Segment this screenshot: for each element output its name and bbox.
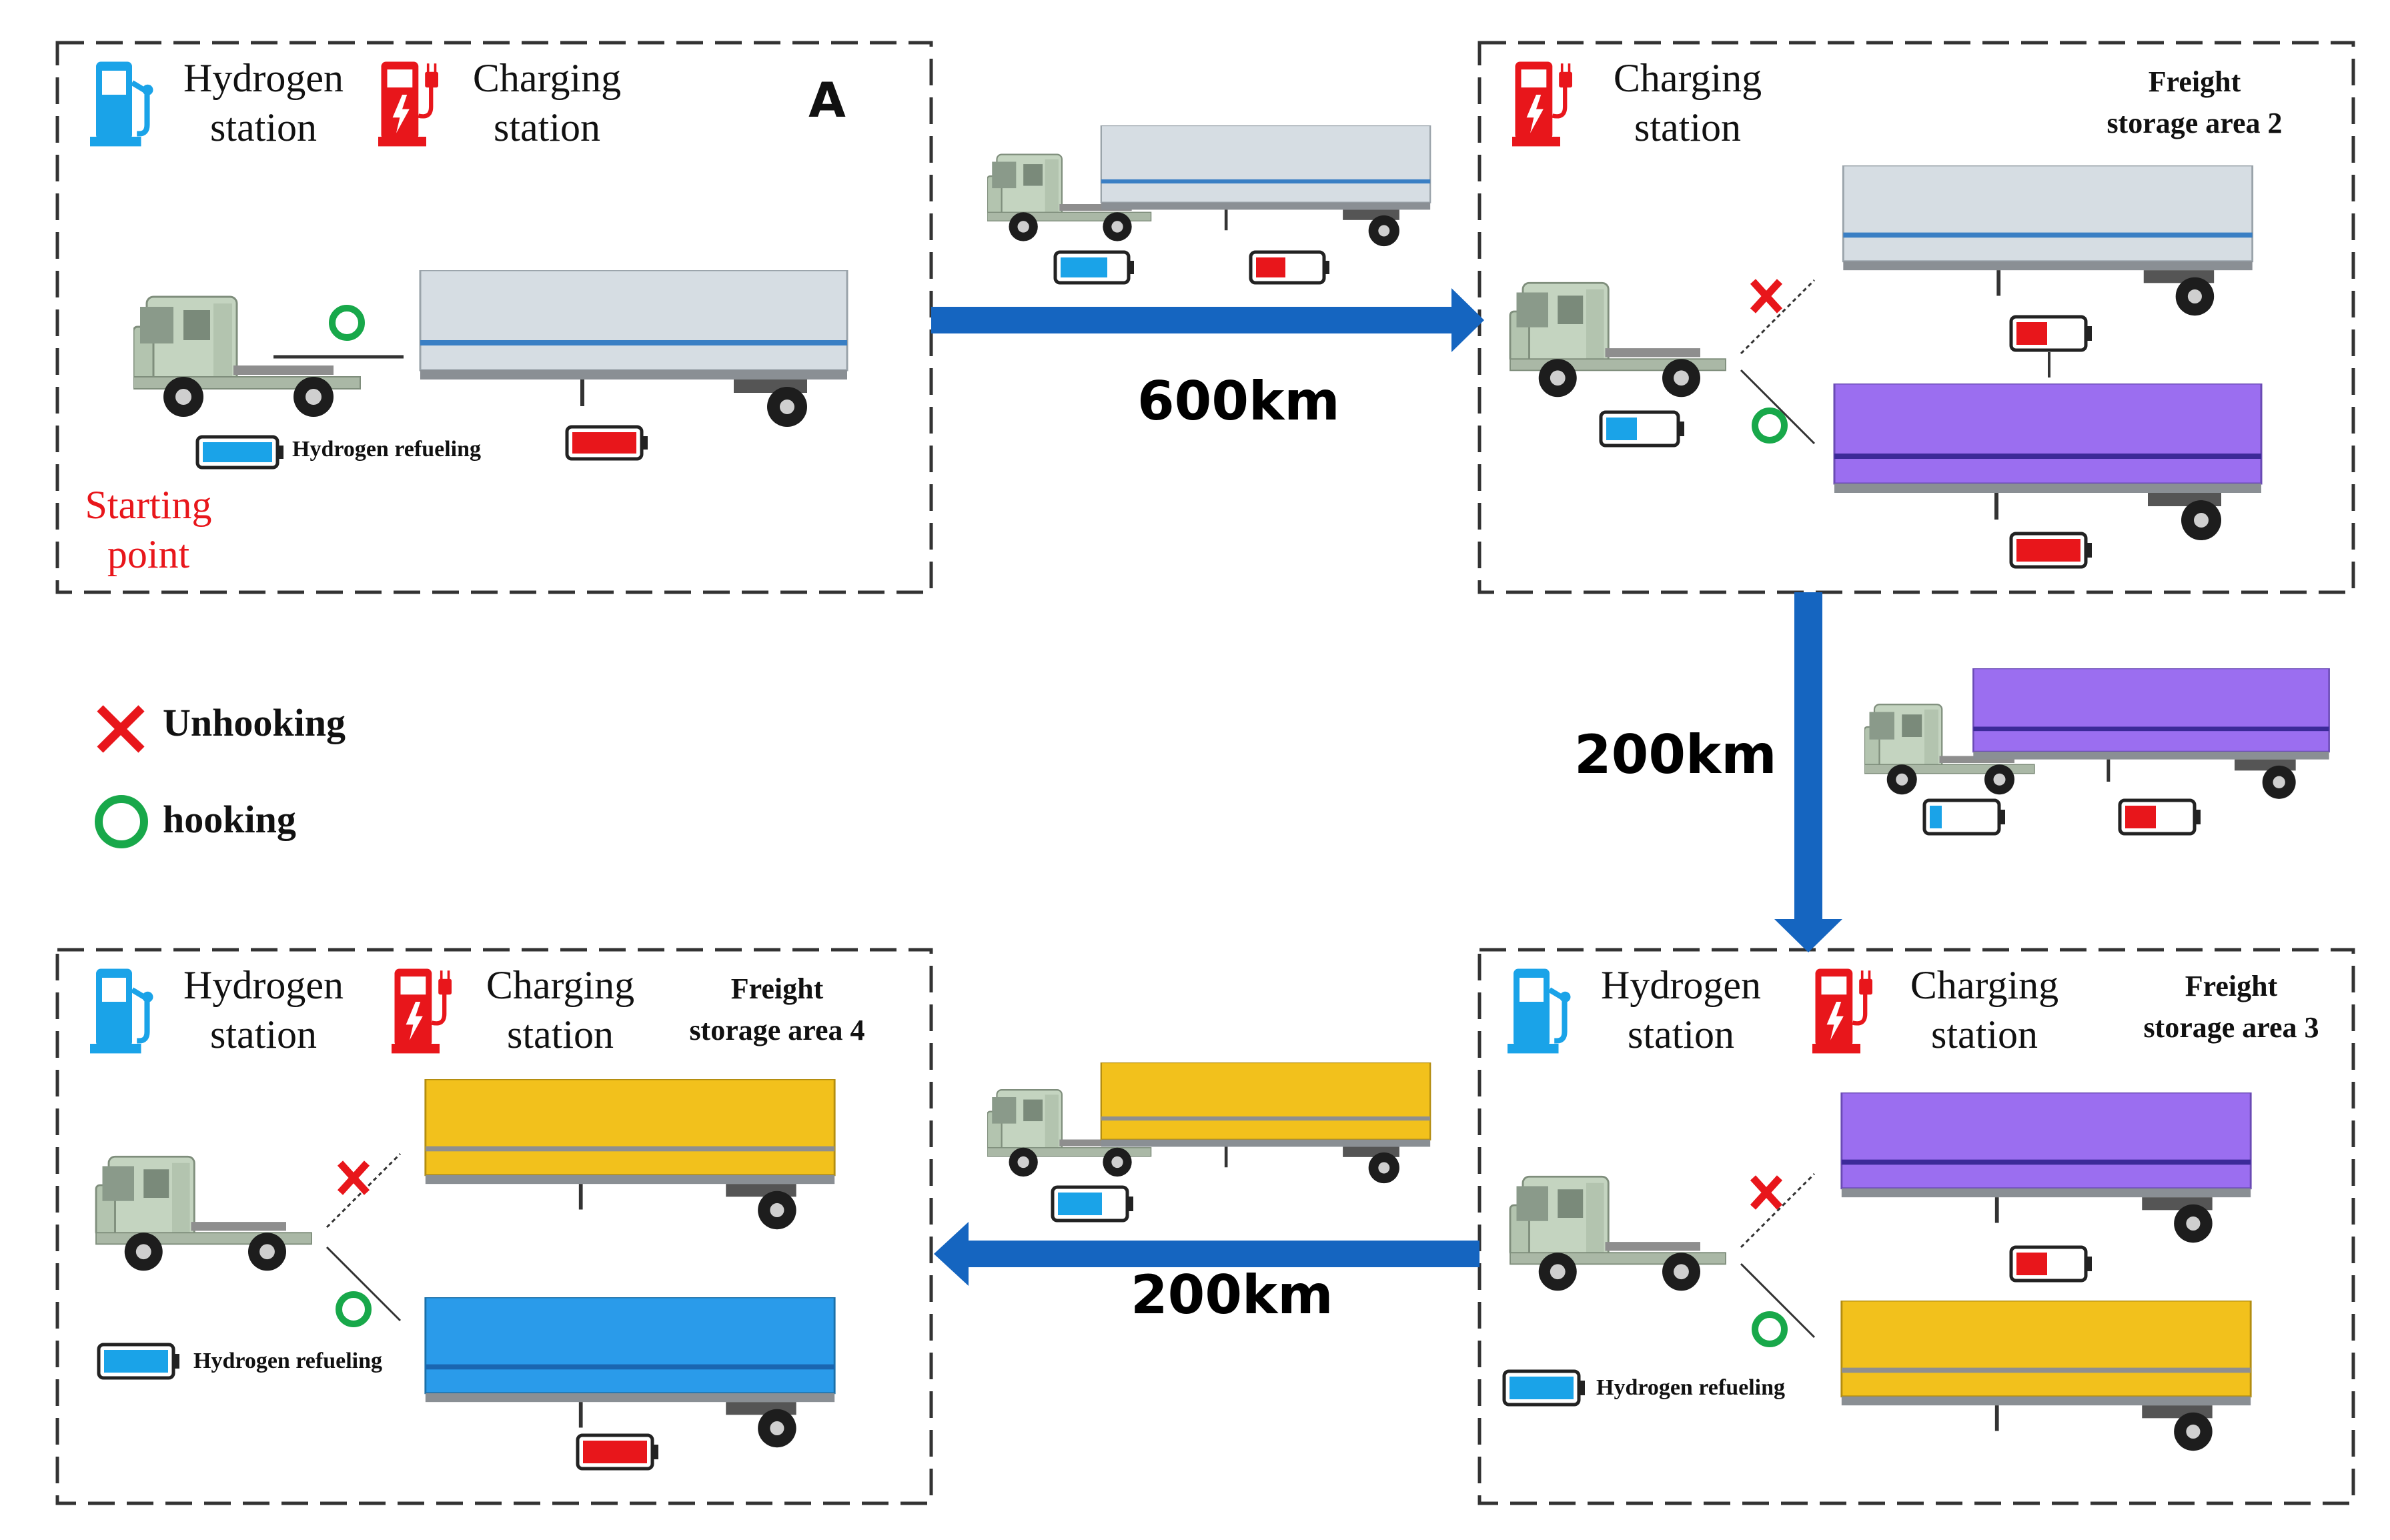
charging-station-icon (1512, 62, 1572, 147)
charge-battery-icon (2009, 1245, 2092, 1283)
trailer-purple (1840, 1092, 2252, 1244)
hydrogen-station-icon (90, 62, 153, 147)
charging-station-icon (392, 969, 452, 1054)
unhook-icon (337, 1161, 370, 1195)
charge-battery-icon (2009, 315, 2092, 352)
arrow-200km-down (1774, 592, 1842, 952)
trailer-white (1842, 165, 2254, 317)
arrow-200km-left (934, 1222, 1479, 1286)
hydrogen-refueling-label: Hydrogen refueling (193, 1349, 383, 1373)
hydrogen-battery-icon (1502, 1369, 1585, 1407)
hydrogen-battery-icon (1053, 250, 1134, 285)
hook-icon (1752, 408, 1788, 444)
legend-unhook-label: Unhooking (163, 701, 346, 744)
trailer-yellow (1840, 1301, 2252, 1452)
charge-battery-icon (565, 425, 648, 461)
charge-battery-icon (2118, 798, 2201, 836)
hydrogen-battery-icon (195, 435, 283, 470)
distance-label-200km: 200km (1574, 724, 1777, 786)
trailer-purple (1972, 668, 2331, 800)
connector-line (1740, 369, 1816, 445)
charge-battery-icon (1249, 250, 1329, 285)
arrow-600km (931, 288, 1484, 352)
unhook-icon (1750, 279, 1783, 313)
legend-unhook-icon (97, 705, 145, 753)
trailer-white (1100, 125, 1431, 247)
charge-battery-icon (2009, 532, 2092, 569)
hydrogen-battery-icon (1922, 798, 2005, 836)
hook-icon (1752, 1311, 1788, 1347)
distance-label-600km: 600km (1137, 370, 1340, 432)
unhook-icon (1750, 1175, 1783, 1210)
hydrogen-battery-icon (97, 1343, 179, 1380)
legend-hook-label: hooking (163, 798, 296, 841)
hydrogen-station-icon (90, 969, 153, 1054)
legend-hook-icon (95, 795, 148, 848)
hydrogen-battery-icon (1051, 1185, 1133, 1223)
trailer-yellow (1100, 1062, 1431, 1185)
hydrogen-station-icon (1508, 969, 1571, 1054)
box-4-frame (55, 948, 933, 1505)
box-letter: A (808, 72, 846, 128)
hydrogen-battery-icon (1599, 410, 1684, 448)
connector-line (1740, 1263, 1816, 1339)
connector-line (326, 1246, 402, 1322)
charge-battery-icon (576, 1433, 658, 1471)
hook-icon (336, 1291, 372, 1327)
truck-cab (1509, 281, 1727, 398)
hydrogen-refueling-label: Hydrogen refueling (1596, 1375, 1786, 1400)
hydrogen-refueling-label: Hydrogen refueling (292, 437, 482, 462)
charging-station-icon (378, 62, 438, 147)
charging-station-icon (1812, 969, 1872, 1054)
distance-label-200km: 200km (1131, 1264, 1333, 1326)
trailer-yellow (424, 1079, 836, 1231)
connector-line (1740, 279, 1816, 355)
truck-cab (95, 1155, 313, 1272)
trailer-blue (424, 1297, 836, 1449)
truck-cab (1509, 1175, 1727, 1292)
trailer-white (419, 270, 848, 428)
hook-icon (329, 305, 365, 341)
trailer-purple (1833, 383, 2263, 542)
box-3-frame (1477, 948, 2355, 1505)
connector-line (1740, 1173, 1816, 1249)
